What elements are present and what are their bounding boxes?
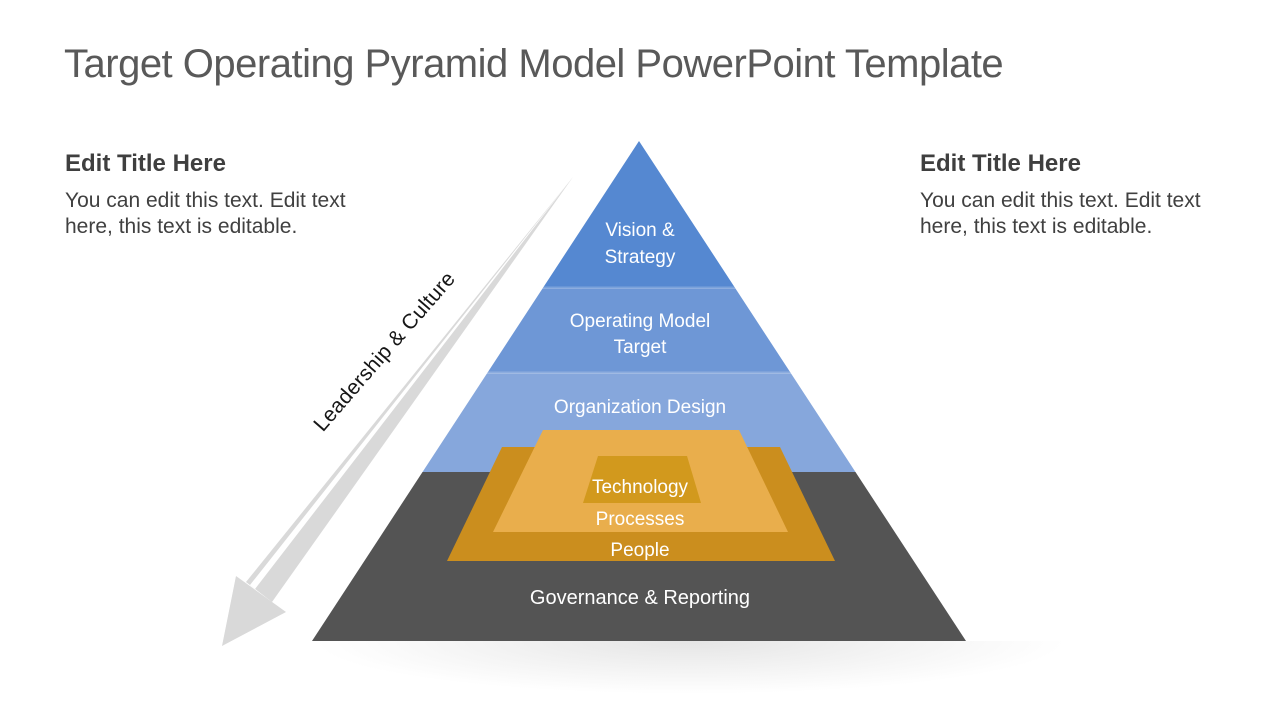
leadership-arrow-shaft <box>246 177 573 602</box>
left-text-placeholder[interactable]: Edit Title Here You can edit this text. … <box>65 150 350 240</box>
label-technology: Technology <box>591 477 689 498</box>
band-divider-2 <box>312 371 966 374</box>
left-text-body: You can edit this text. Edit text here, … <box>65 189 346 238</box>
label-people: People <box>610 540 670 561</box>
right-text-body: You can edit this text. Edit text here, … <box>920 189 1201 238</box>
label-operating-model-target: Operating Model Target <box>569 311 711 358</box>
label-vision-strategy: Vision & Strategy <box>604 220 676 268</box>
label-governance-reporting: Governance & Reporting <box>529 587 751 609</box>
left-text-heading: Edit Title Here <box>65 150 226 177</box>
slide-title[interactable]: Target Operating Pyramid Model PowerPoin… <box>64 42 1004 86</box>
label-organization-design: Organization Design <box>553 397 727 418</box>
leadership-arrow-head <box>222 576 286 646</box>
label-processes: Processes <box>595 509 685 530</box>
right-text-heading: Edit Title Here <box>920 150 1081 177</box>
band-divider-1 <box>312 286 966 289</box>
right-text-placeholder[interactable]: Edit Title Here You can edit this text. … <box>920 150 1205 240</box>
leadership-arrow-shaft-gap <box>250 177 573 589</box>
inner-level-technology[interactable] <box>583 456 701 503</box>
